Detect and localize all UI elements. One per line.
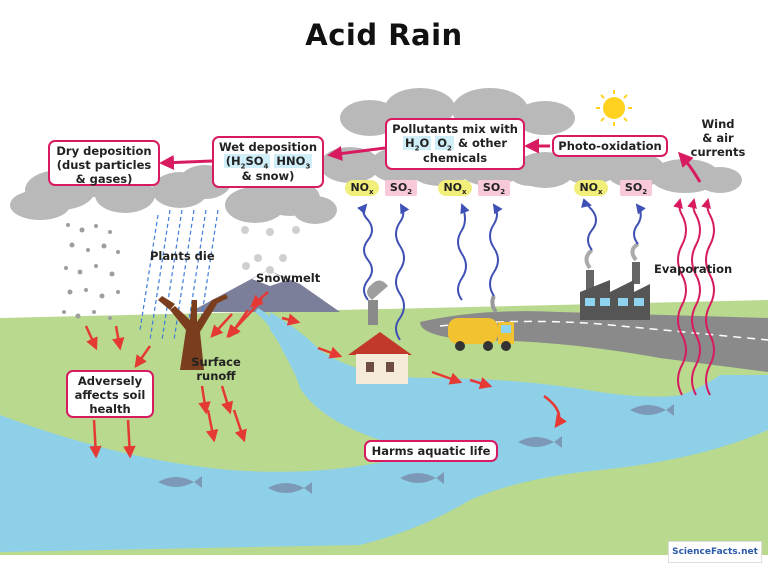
o2-formula: O2 <box>435 135 454 153</box>
dead-tree <box>158 294 228 370</box>
surface-runoff-label: Surface runoff <box>190 355 242 384</box>
soil-line3: health <box>89 401 131 416</box>
dry-deposition-box: Dry deposition (dust particles & gases) <box>48 140 160 186</box>
wet-deposition-line1: Wet deposition <box>218 140 318 154</box>
soil-line2: affects soil <box>74 387 146 402</box>
wet-deposition-line3: & snow) <box>241 169 295 184</box>
runoff-line1: Surface <box>191 355 241 369</box>
factory-icon <box>580 242 650 320</box>
harms-aquatic-box: Harms aquatic life <box>364 440 498 462</box>
so2-badge-3: SO2 <box>620 180 652 196</box>
evaporation-lines <box>673 198 715 396</box>
process-arrows <box>159 138 702 183</box>
flow-arrows <box>84 291 567 459</box>
house-icon <box>348 280 412 384</box>
nox-badge-3: NOx <box>574 180 608 196</box>
pollutants-line1: Pollutants mix with <box>392 122 518 136</box>
cloud-middle-left <box>152 165 337 224</box>
snowflakes <box>241 226 300 274</box>
so2-badge-1: SO2 <box>385 180 417 196</box>
page-title: Acid Rain <box>305 18 463 52</box>
nox-badge-1: NOx <box>345 180 379 196</box>
dry-particles <box>62 223 120 320</box>
photo-oxidation-box: Photo-oxidation <box>552 135 668 157</box>
dry-deposition-line1: Dry deposition <box>56 144 152 158</box>
sciencefacts-logo: ScienceFacts.net <box>668 541 762 563</box>
pollutants-mix-box: Pollutants mix with H2O O2 & other chemi… <box>385 118 525 170</box>
nox-badge-2: NOx <box>438 180 472 196</box>
evaporation-label: Evaporation <box>654 262 733 276</box>
so2-badge-2: SO2 <box>478 180 510 196</box>
wind-line3: currents <box>690 144 746 159</box>
wind-label: Wind & air currents <box>686 117 750 159</box>
truck-icon <box>448 295 514 351</box>
h2so4-formula: (H2SO4 <box>223 153 271 171</box>
rain-streaks <box>139 209 219 341</box>
soil-health-box: Adversely affects soil health <box>66 370 154 418</box>
dry-deposition-line3: & gases) <box>75 171 133 186</box>
h2o-formula: H2O <box>402 135 432 153</box>
wet-deposition-box: Wet deposition (H2SO4 HNO3 & snow) <box>212 136 324 188</box>
fish-icons <box>158 404 674 494</box>
snowmelt-label: Snowmelt <box>256 271 321 285</box>
soil-line1: Adversely <box>77 374 143 388</box>
wet-deposition-line2: (H2SO4 HNO3 <box>214 153 322 171</box>
sun-icon <box>596 90 632 126</box>
pollutants-line2: H2O O2 & other <box>402 135 508 153</box>
pollutant-emissions <box>356 198 646 341</box>
pollutants-line3: chemicals <box>422 151 488 166</box>
dry-deposition-line2: (dust particles <box>56 157 152 172</box>
runoff-line2: runoff <box>196 368 236 383</box>
wind-line1: Wind <box>701 117 735 131</box>
hno3-formula: HNO3 <box>274 153 313 171</box>
wind-line2: & air <box>702 130 734 145</box>
plants-die-label: Plants die <box>150 249 215 263</box>
mountain <box>190 270 340 312</box>
